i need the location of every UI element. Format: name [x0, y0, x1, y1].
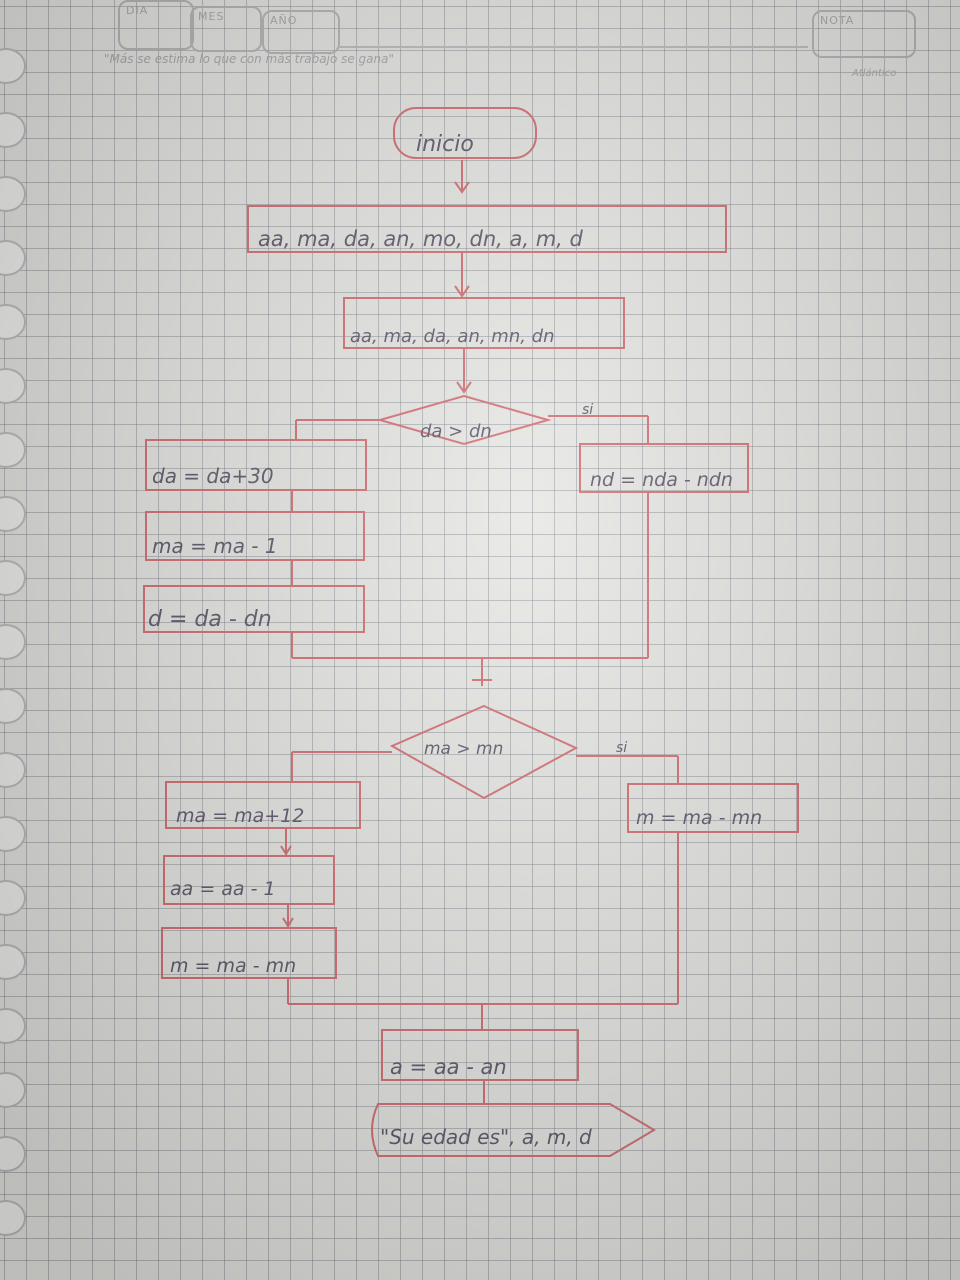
header-brand: Atlántico	[852, 68, 897, 79]
decision-2	[389, 704, 579, 800]
input-box-1	[247, 205, 727, 253]
input-2-text: aa, ma, da, an, mn, dn	[350, 326, 555, 347]
process-left-1c	[143, 585, 365, 633]
right-2-text: m = ma - mn	[636, 807, 762, 829]
header-motto: "Más se estima lo que con más trabajo se…	[104, 52, 395, 66]
decision-1-text: da > dn	[420, 421, 492, 442]
input-1-text: aa, ma, da, an, mo, dn, a, m, d	[258, 227, 584, 251]
left-2c-text: m = ma - mn	[170, 955, 296, 977]
process-calc	[381, 1029, 579, 1081]
left-1c-text: d = da - dn	[148, 607, 272, 632]
header-nota: NOTA	[812, 10, 916, 58]
left-1b-text: ma = ma - 1	[152, 534, 278, 558]
input-box-2	[343, 297, 625, 349]
calc-text: a = aa - an	[390, 1055, 507, 1079]
process-left-2b	[163, 855, 335, 905]
decision-2-yes: si	[616, 740, 627, 756]
process-left-2a	[165, 781, 361, 829]
process-left-1a	[145, 439, 367, 491]
header-rule	[338, 46, 808, 48]
output-display	[371, 1103, 656, 1157]
left-2b-text: aa = aa - 1	[170, 878, 276, 900]
process-right-1	[579, 443, 749, 493]
header-dia: DIA	[118, 0, 194, 50]
header-mes: MES	[190, 6, 262, 52]
right-1-text: nd = nda - ndn	[590, 469, 733, 491]
left-1a-text: da = da+30	[152, 464, 274, 488]
output-text: "Su edad es", a, m, d	[380, 1125, 592, 1149]
decision-1-yes: si	[582, 402, 593, 418]
start-terminal	[393, 107, 537, 159]
process-left-1b	[145, 511, 365, 561]
decision-1	[376, 394, 552, 446]
decision-2-text: ma > mn	[424, 739, 503, 759]
header-ano: AÑO	[262, 10, 340, 54]
process-left-2c	[161, 927, 337, 979]
process-right-2	[627, 783, 799, 833]
left-2a-text: ma = ma+12	[176, 805, 304, 827]
start-label: inicio	[416, 132, 474, 157]
